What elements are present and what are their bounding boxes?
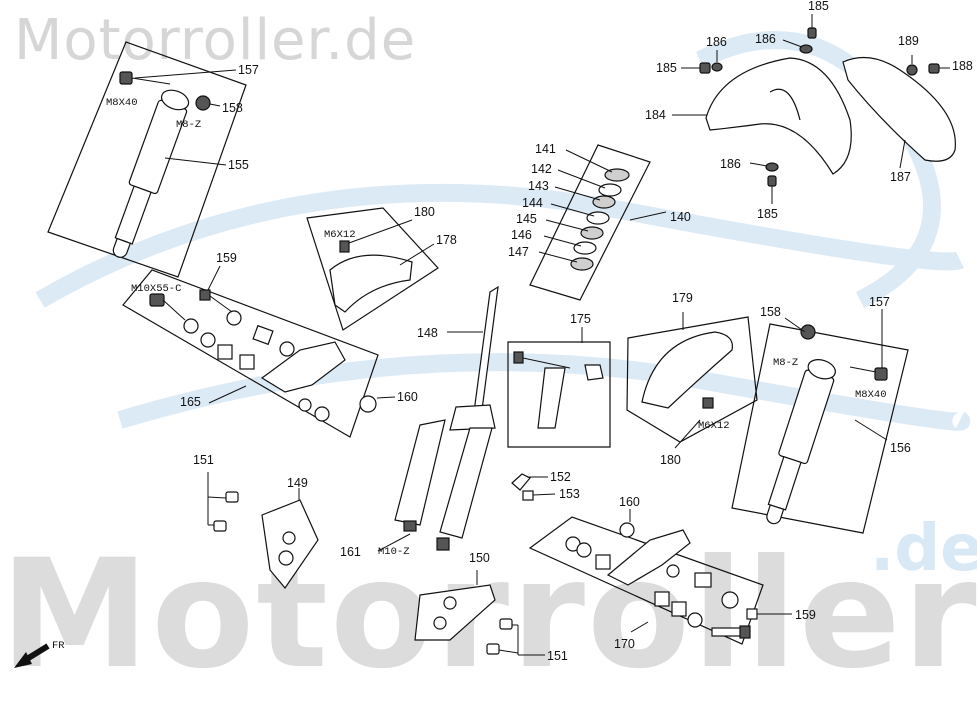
watermark-top: Motorroller.de — [14, 8, 417, 73]
bolts-151-lower — [486, 618, 545, 656]
shock-absorber-156 — [731, 309, 909, 534]
callout-158-right: 158 — [760, 305, 781, 319]
linkage-170 — [528, 509, 792, 645]
watermark-suffix: .de — [870, 512, 977, 586]
headset-bearings-140 — [529, 144, 651, 301]
plate-149 — [261, 488, 319, 589]
callout-140: 140 — [670, 210, 691, 224]
direction-label: FR — [52, 640, 65, 652]
callout-151-upper: 151 — [193, 453, 214, 467]
linkage-165 — [122, 269, 379, 438]
bolts-151-upper — [207, 472, 239, 532]
watermark-bottom: Motorroller — [0, 528, 977, 702]
callout-185-c: 185 — [757, 207, 778, 221]
callout-165: 165 — [180, 395, 201, 409]
callout-144: 144 — [522, 196, 543, 210]
callout-160-left: 160 — [397, 390, 418, 404]
callout-147: 147 — [508, 245, 529, 259]
spec-m10z: M10-Z — [378, 546, 410, 558]
callout-180-bottom: 180 — [660, 453, 681, 467]
callout-187: 187 — [890, 170, 911, 184]
callout-151-lower: 151 — [547, 649, 568, 663]
callout-143: 143 — [528, 179, 549, 193]
callout-141: 141 — [535, 142, 556, 156]
callout-142: 142 — [531, 162, 552, 176]
callout-186-c: 186 — [720, 157, 741, 171]
callout-161: 161 — [340, 545, 361, 559]
cover-179 — [626, 312, 758, 449]
callout-186-a: 186 — [706, 35, 727, 49]
spec-m6x12-top: M6X12 — [324, 229, 356, 241]
callout-149: 149 — [287, 476, 308, 490]
front-fender-184 — [672, 57, 852, 175]
spec-m8x40-right: M8X40 — [855, 389, 887, 401]
callout-159-left: 159 — [216, 251, 237, 265]
spec-m8x40-left: M8X40 — [106, 97, 138, 109]
callout-185-b: 185 — [808, 0, 829, 13]
callout-160-right: 160 — [619, 495, 640, 509]
spec-m6x12-bottom: M6X12 — [698, 420, 730, 432]
spec-m10x55: M10X55-C — [131, 283, 181, 295]
callout-155: 155 — [228, 158, 249, 172]
spec-m8z-right: M8-Z — [773, 357, 798, 369]
callout-184: 184 — [645, 108, 666, 122]
callout-180-top: 180 — [414, 205, 435, 219]
fork-stem-148 — [377, 285, 499, 552]
callout-186-b: 186 — [755, 32, 776, 46]
shock-absorber-155 — [47, 41, 247, 278]
callout-179: 179 — [672, 291, 693, 305]
callout-156: 156 — [890, 441, 911, 455]
callout-150: 150 — [469, 551, 490, 565]
fender-hardware — [681, 14, 950, 204]
bracket-175 — [507, 327, 611, 448]
rear-fender-187 — [842, 56, 956, 169]
callout-170: 170 — [614, 637, 635, 651]
callout-152: 152 — [550, 470, 571, 484]
washer-160-left — [359, 395, 377, 413]
spec-m8z-left: M8-Z — [176, 119, 201, 131]
plate-150 — [414, 570, 496, 641]
callout-146: 146 — [511, 228, 532, 242]
callout-157-right: 157 — [869, 295, 890, 309]
direction-arrow-icon — [14, 643, 50, 668]
callout-159-right: 159 — [795, 608, 816, 622]
callout-189: 189 — [898, 34, 919, 48]
callout-157-left: 157 — [238, 63, 259, 77]
cover-178 — [306, 207, 439, 331]
clip-152-bolt-153 — [511, 473, 556, 501]
callout-158-left: 158 — [222, 101, 243, 115]
callout-148: 148 — [417, 326, 438, 340]
callout-153: 153 — [559, 487, 580, 501]
callout-178: 178 — [436, 233, 457, 247]
callout-145: 145 — [516, 212, 537, 226]
callout-188: 188 — [952, 59, 973, 73]
callout-185-a: 185 — [656, 61, 677, 75]
callout-175: 175 — [570, 312, 591, 326]
